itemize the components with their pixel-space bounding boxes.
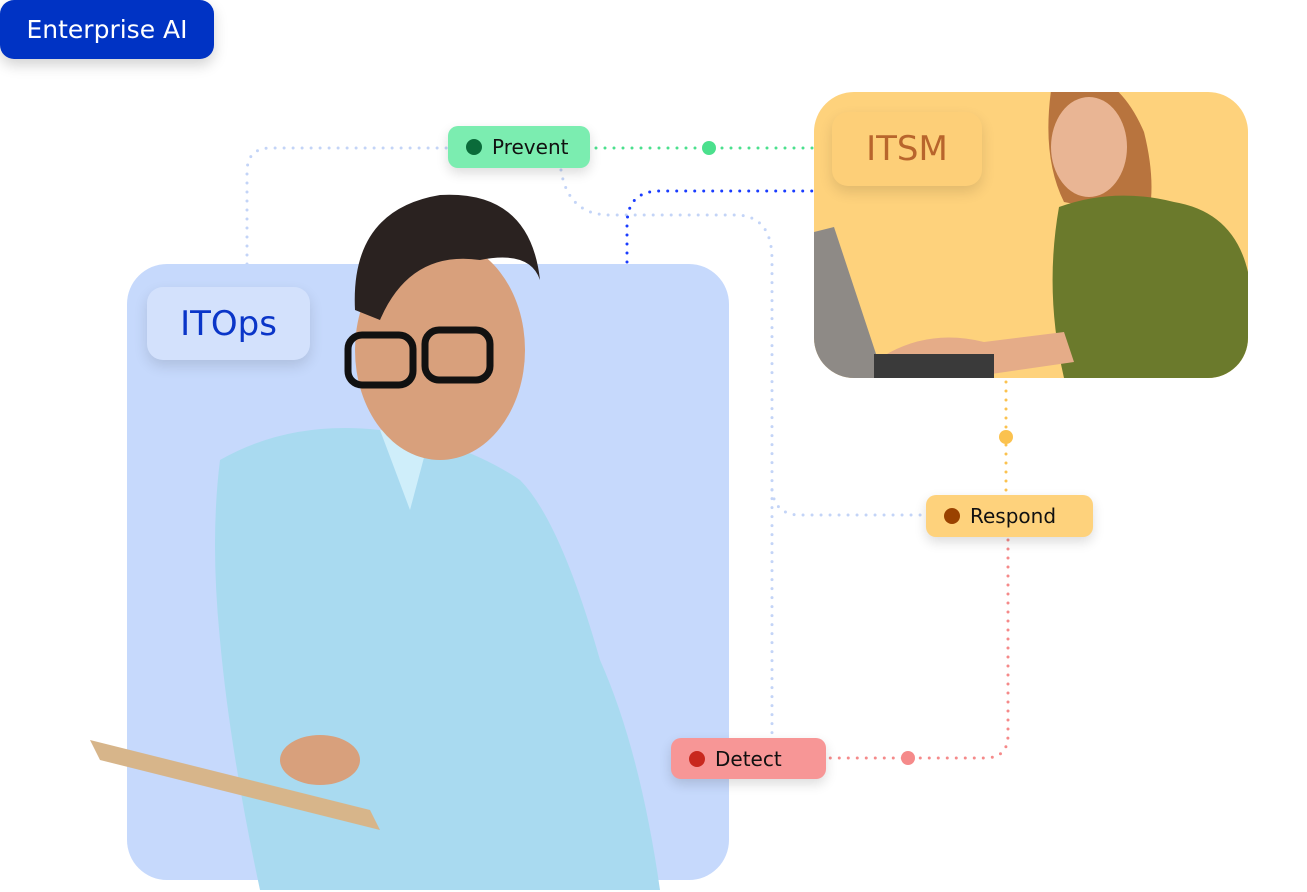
stage-prevent: Prevent (448, 126, 590, 168)
connector-respond-detect (828, 538, 1010, 760)
itsm-panel (814, 92, 1248, 378)
stage-respond: Respond (926, 495, 1093, 537)
node-dot-pink (901, 751, 915, 765)
stage-label: Prevent (492, 135, 569, 159)
stage-detect: Detect (671, 738, 826, 779)
status-dot-icon (466, 139, 482, 155)
status-dot-icon (944, 508, 960, 524)
itops-label: ITOps (147, 287, 310, 360)
connector-prevent-detect (559, 168, 774, 742)
man-with-tablet-photo (90, 194, 660, 890)
itsm-label: ITSM (832, 112, 982, 186)
node-dot-green (702, 141, 716, 155)
woman-at-laptop-photo (814, 92, 1248, 378)
enterprise-ai-hub: Enterprise AI (0, 0, 214, 59)
node-dot-orange (999, 430, 1013, 444)
connector-respond-branch (770, 488, 928, 517)
stage-label: Respond (970, 504, 1057, 528)
connector-hub-itsm (625, 189, 816, 264)
status-dot-icon (689, 750, 705, 767)
stage-label: Detect (715, 746, 782, 771)
